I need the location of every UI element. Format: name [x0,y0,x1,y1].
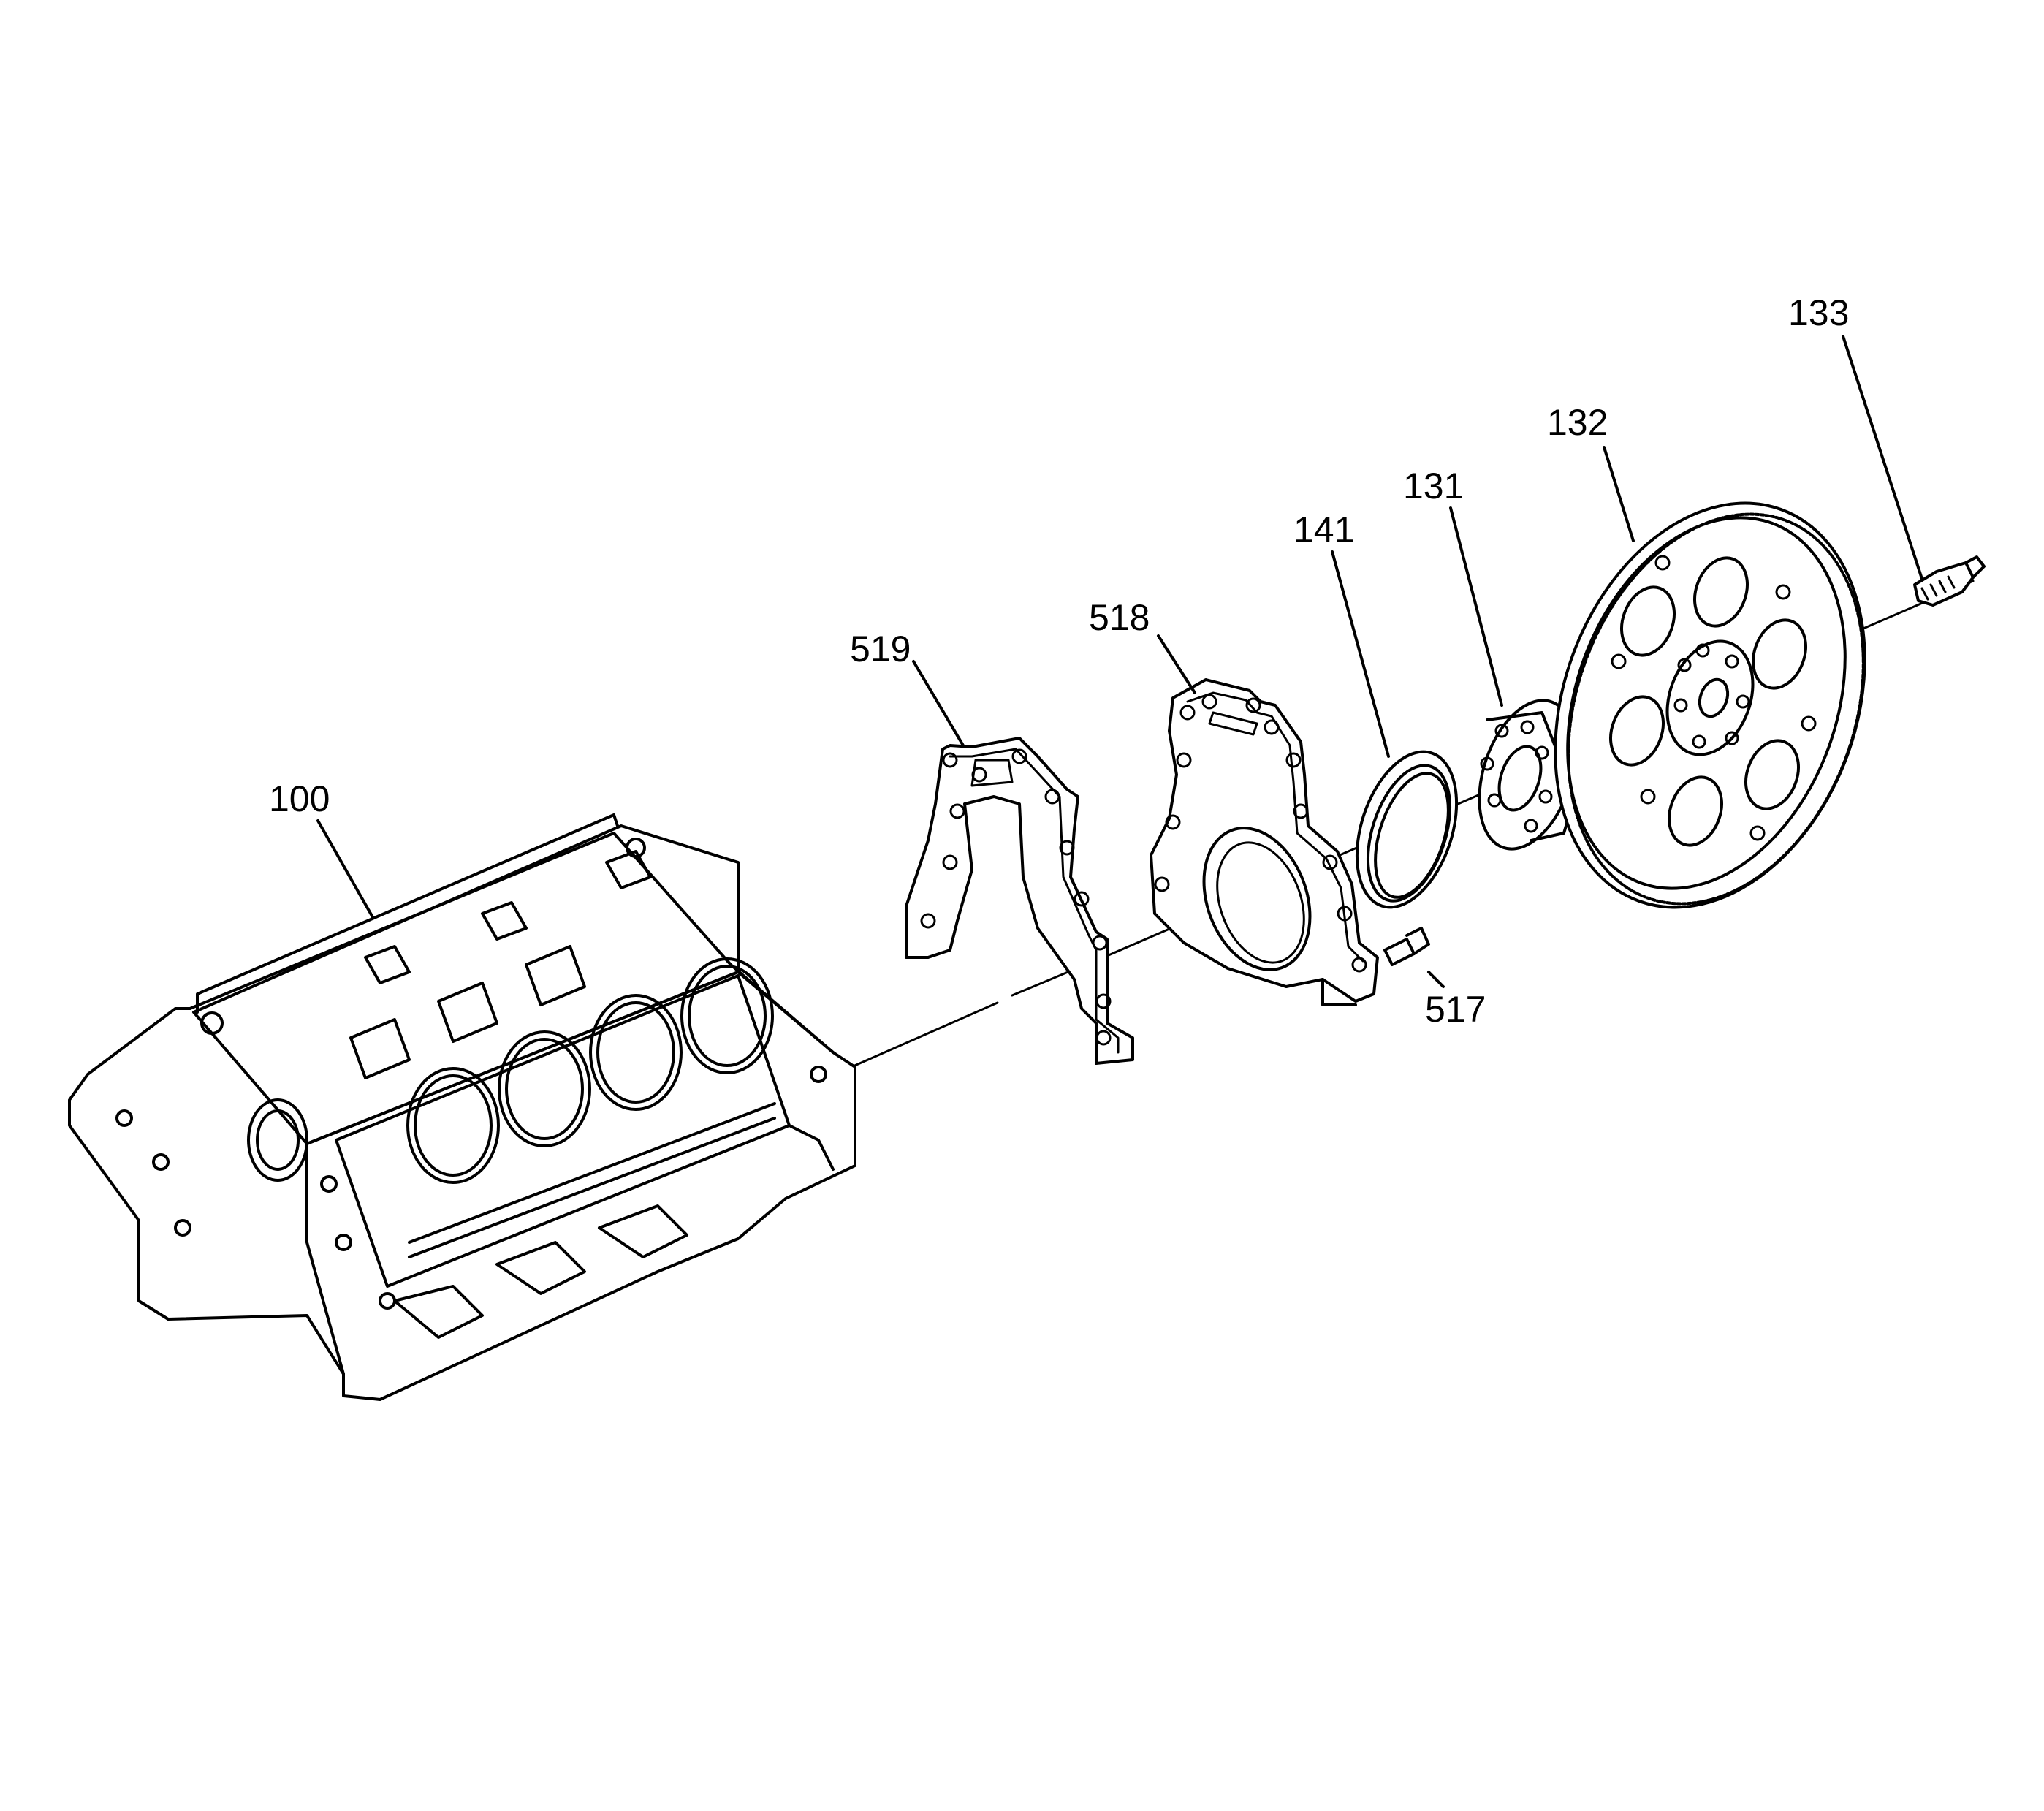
bolt-133-part [1913,555,1986,607]
leader-131 [1449,506,1503,707]
spacer-131-part [1478,699,1577,851]
callout-131: 131 [1403,466,1464,506]
bolt-517-part [1383,927,1430,966]
leader-519 [912,660,965,747]
rear-seal-141-part [1355,750,1459,909]
leader-141 [1331,550,1390,758]
callout-517: 517 [1425,989,1486,1030]
callout-141: 141 [1293,509,1354,550]
callout-519: 519 [850,629,911,669]
callout-133: 133 [1788,292,1849,333]
leader-518 [1157,634,1196,694]
leader-100 [316,819,374,919]
gasket-519-part [905,737,1134,1065]
callout-100: 100 [269,778,330,819]
callout-132: 132 [1547,402,1608,443]
leader-132 [1603,446,1635,542]
leader-lines [316,335,1923,988]
leader-133 [1842,335,1923,580]
callout-labels: 100 519 518 141 131 132 133 517 [269,292,1849,1030]
flexplate-132-part [1554,501,1866,909]
engine-block-part [68,813,856,1401]
callout-518: 518 [1089,597,1150,638]
rear-cover-518-part [1150,678,1379,1006]
leader-517 [1427,971,1445,988]
